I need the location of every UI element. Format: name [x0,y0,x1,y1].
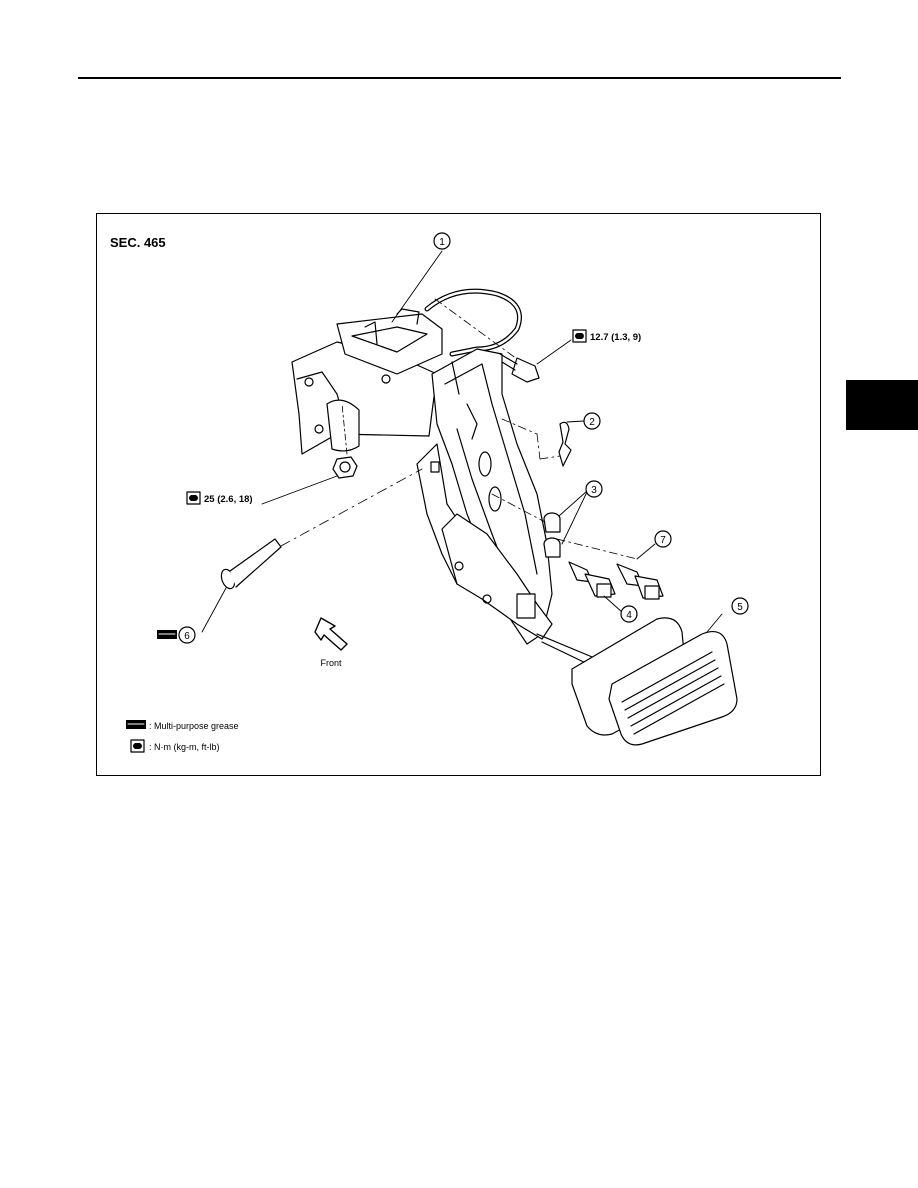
switch-part-7 [616,543,664,600]
torque-left: 25 (2.6, 18) [186,491,253,505]
pedal-bracket [291,250,598,667]
exploded-view-figure: SEC. 465 [96,213,821,776]
callout-4: 4 [620,605,638,623]
pivot-pin-6 [201,468,423,633]
front-label: Front [320,658,342,668]
legend-torque: : N·m (kg-m, ft-lb) [130,739,220,753]
pedal-pads-5 [571,613,738,746]
callout-1: 1 [433,232,451,250]
svg-text:12.7 (1.3, 9): 12.7 (1.3, 9) [590,332,641,343]
svg-text:5: 5 [737,602,743,613]
svg-text:2: 2 [589,417,595,428]
torque-wrench-icon [572,329,587,343]
svg-text:25 (2.6, 18): 25 (2.6, 18) [204,494,253,505]
svg-text:4: 4 [626,610,632,621]
torque-wrench-icon [186,491,201,505]
callout-2: 2 [583,412,601,430]
svg-text:: N·m (kg-m, ft-lb): : N·m (kg-m, ft-lb) [149,742,220,752]
svg-text:: Multi-purpose grease: : Multi-purpose grease [149,721,239,731]
callout-7: 7 [654,530,672,548]
switch-part-4 [568,561,623,613]
callout-3: 3 [585,480,603,498]
left-nut [261,403,358,505]
callout-6: 6 [178,626,196,644]
section-tab [846,380,918,430]
callout-5: 5 [731,597,749,615]
torque-wrench-icon [130,739,145,753]
grease-icon [157,630,177,639]
svg-text:3: 3 [591,485,597,496]
clip-part-2 [501,418,585,467]
grease-icon [126,720,146,729]
svg-text:7: 7 [660,535,666,546]
section-number: SEC. 465 [110,235,166,250]
front-arrow-icon [314,617,348,651]
svg-text:1: 1 [439,237,445,248]
svg-text:6: 6 [184,631,190,642]
upper-bolt [434,298,572,383]
stopper-rubbers-3 [491,490,638,560]
header-rule [78,77,841,79]
torque-upper: 12.7 (1.3, 9) [572,329,641,343]
legend-grease: : Multi-purpose grease [126,720,239,731]
